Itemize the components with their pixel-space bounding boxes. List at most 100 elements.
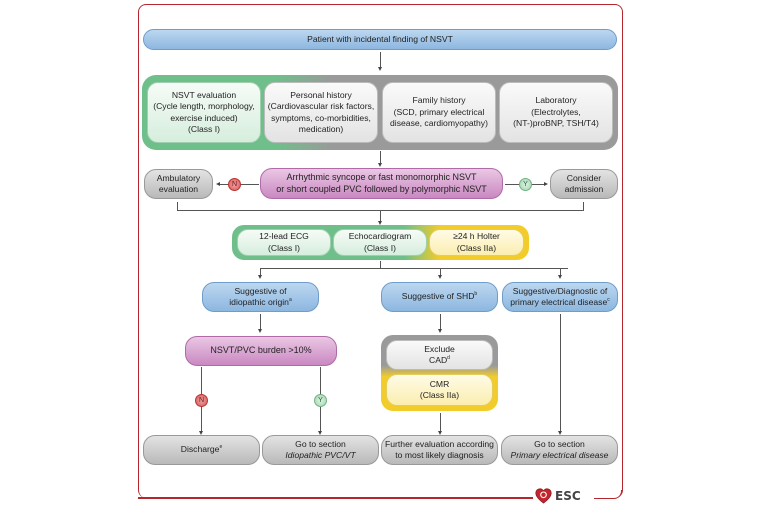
node-line: to most likely diagnosis <box>395 450 484 460</box>
arrow-down <box>437 275 442 279</box>
node-line: evaluation <box>158 184 199 194</box>
ecg-test-box: 12-lead ECG(Class I) <box>237 229 331 256</box>
holter-test-box: ≥24 h Holter(Class IIa) <box>429 229 524 256</box>
node-line: admission <box>564 184 604 194</box>
test-class: (Class I) <box>268 242 300 253</box>
node-line: Go to section <box>534 438 585 449</box>
node-line: Suggestive of <box>234 285 287 296</box>
node-line: Suggestive of SHD <box>401 291 475 302</box>
box-line: (NT-)proBNP, TSH/T4) <box>513 118 599 129</box>
arrow-down <box>558 431 562 435</box>
connector <box>379 52 381 69</box>
node-line: Ambulatory <box>156 172 201 183</box>
section-name: Idiopathic PVC/VT <box>285 450 356 460</box>
start-node-label: Patient with incidental finding of NSVT <box>307 33 453 44</box>
footnote-marker: c <box>607 297 610 303</box>
connector <box>260 268 568 269</box>
connector <box>260 314 261 330</box>
test-name: Echocardiogram <box>348 231 412 241</box>
test-name: ≥24 h Holter <box>453 231 500 241</box>
arrow-right <box>544 181 548 186</box>
no-badge: N <box>228 177 241 191</box>
footnote-marker: e <box>219 444 223 451</box>
frame-border <box>138 497 533 499</box>
arrhythmic-decision-node: Arrhythmic syncope or fast monomorphic N… <box>260 168 503 199</box>
box-line: (Class I) <box>188 124 220 134</box>
node-line: or short coupled PVC followed by polymor… <box>276 183 487 194</box>
footnote-marker: b <box>474 291 478 298</box>
box-title: Family history <box>412 95 466 106</box>
connector <box>379 151 381 165</box>
box-line: disease, cardiomyopathy) <box>390 118 488 129</box>
box-line: medication) <box>298 124 344 134</box>
frame-border <box>594 490 622 499</box>
box-line: symptoms, co-morbidities, <box>271 112 371 123</box>
arrow-down <box>258 329 262 333</box>
nsvt-evaluation-box: NSVT evaluation(Cycle length, morphology… <box>147 82 261 143</box>
box-line: CMR <box>429 378 450 389</box>
connector <box>177 202 178 211</box>
esc-logo: ESC <box>535 488 581 504</box>
connector <box>379 261 381 269</box>
arrow-down <box>437 329 442 333</box>
arrow-down <box>558 275 562 279</box>
shd-node: Suggestive of SHDb <box>381 282 498 312</box>
burden-decision-node: NSVT/PVC burden >10% <box>185 336 337 366</box>
box-line: (Cardiovascular risk factors, <box>267 101 375 111</box>
box-line: Exclude <box>424 343 455 354</box>
box-title: Personal history <box>290 89 352 100</box>
arrow-down <box>258 275 262 279</box>
box-title: NSVT evaluation <box>171 89 237 100</box>
personal-history-box: Personal history(Cardiovascular risk fac… <box>264 82 378 143</box>
connector <box>379 210 381 223</box>
yes-badge: Y <box>519 177 532 191</box>
section-name: Primary electrical disease <box>510 450 609 460</box>
box-line: (SCD, primary electrical <box>393 106 485 117</box>
arrow-down <box>318 431 322 435</box>
arrow-down <box>377 221 382 225</box>
node-line: NSVT/PVC burden >10% <box>210 345 312 356</box>
logo-text: ESC <box>555 489 581 503</box>
footnote-marker: d <box>447 355 450 361</box>
connector <box>583 202 584 211</box>
arrow-down <box>199 431 203 435</box>
cmr-box: CMR(Class IIa) <box>386 374 493 406</box>
node-line: Discharge <box>180 444 220 455</box>
node-line: idiopathic origin <box>229 297 289 307</box>
box-line: (Class IIa) <box>419 390 460 400</box>
arrow-left <box>216 181 220 186</box>
start-node: Patient with incidental finding of NSVT <box>143 29 617 50</box>
node-line: Suggestive/Diagnostic of <box>512 285 608 296</box>
connector <box>560 268 561 276</box>
footnote-marker: a <box>288 297 292 303</box>
echocardiogram-test-box: Echocardiogram(Class I) <box>333 229 427 256</box>
test-class: (Class IIa) <box>456 242 497 253</box>
connector <box>439 268 441 276</box>
node-line: Further evaluation according <box>385 438 494 449</box>
yes-badge: Y <box>314 394 327 407</box>
node-line: primary electrical disease <box>510 297 608 307</box>
heart-icon <box>535 488 552 504</box>
connector <box>439 413 441 433</box>
arrow-down <box>377 67 382 71</box>
arrow-down <box>377 163 382 167</box>
box-line: CAD <box>429 355 448 365</box>
test-class: (Class I) <box>363 242 396 253</box>
connector <box>560 314 561 433</box>
node-line: Consider <box>566 172 602 183</box>
diagram-frame <box>138 4 623 498</box>
arrow-down <box>437 431 442 435</box>
no-badge: N <box>195 394 208 407</box>
node-line: Arrhythmic syncope or fast monomorphic N… <box>286 172 477 182</box>
box-title: Laboratory <box>535 95 577 106</box>
test-name: 12-lead ECG <box>259 231 309 241</box>
connector <box>260 268 261 276</box>
